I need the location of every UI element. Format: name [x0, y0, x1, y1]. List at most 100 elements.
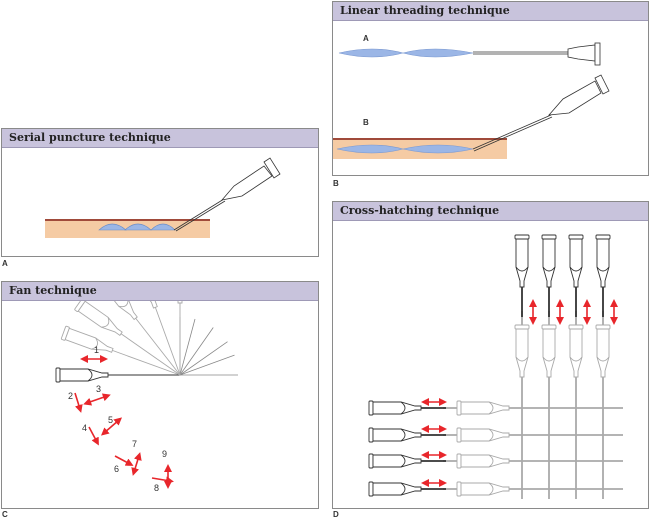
motion-arrow [83, 393, 111, 406]
panel-label-a: A [2, 259, 8, 268]
syringe-flange [368, 427, 374, 443]
syringe-group [55, 367, 180, 383]
step-number: 1 [94, 345, 99, 355]
syringe-barrel [515, 328, 529, 378]
syringe-flange [456, 453, 462, 469]
syringe-icon [541, 234, 557, 288]
syringe-flange [514, 234, 530, 240]
syringe-hub [515, 356, 529, 362]
syringe-barrel [515, 238, 529, 288]
syringe-pos [568, 324, 584, 378]
needle-line [135, 317, 181, 376]
syringe-group [456, 453, 510, 469]
syringe-barrel [100, 301, 138, 321]
syringe-icon [568, 234, 584, 288]
syringe-hub [569, 356, 583, 362]
syringe-icon [173, 157, 281, 232]
syringe-barrel [372, 428, 422, 442]
syringe-hub [596, 266, 610, 272]
syringe-icon [74, 301, 123, 336]
syringe-group [60, 325, 181, 376]
syringe-group [100, 301, 181, 376]
syringe-flange [541, 234, 557, 240]
syringe-group [514, 324, 530, 378]
syringe-group [595, 324, 611, 378]
syringe-flip [132, 301, 181, 376]
syringe-hub [488, 428, 494, 442]
syringe-flange [368, 481, 374, 497]
syringe-icon [514, 324, 530, 378]
syringe-group [132, 301, 181, 376]
syringe-pos [368, 427, 446, 443]
syringe-icon [595, 234, 611, 288]
syringe-barrel [569, 238, 583, 288]
syringe-flange [456, 400, 462, 416]
panel-label-b: B [333, 179, 339, 188]
panel-label-d: D [333, 510, 339, 519]
step-number: 8 [154, 483, 159, 493]
needle-line [154, 307, 181, 376]
syringe-group [541, 234, 557, 317]
syringe-flange [456, 481, 462, 497]
syringe-pos [173, 301, 187, 375]
panel-title: Cross-hatching technique [333, 202, 648, 221]
syringe-hub [87, 368, 93, 382]
needle-line [179, 354, 235, 376]
syringe-hub [488, 401, 494, 415]
syringe-flip [60, 325, 181, 376]
syringe-flip [100, 301, 181, 376]
filler-thread [338, 48, 474, 58]
panel-title: Fan technique [2, 282, 318, 301]
syringe-hub [91, 337, 99, 350]
needle-line [179, 318, 196, 376]
syringe-barrel [542, 328, 556, 378]
panel-title: Serial puncture technique [2, 129, 318, 148]
syringe-pos [456, 481, 510, 497]
panel-title: Linear threading technique [333, 2, 648, 21]
syringe-hub [118, 301, 129, 308]
syringe-pos [514, 324, 530, 378]
syringe-flange [568, 234, 584, 240]
step-number: 4 [82, 423, 87, 433]
step-number: 7 [132, 439, 137, 449]
syringe-pos [514, 234, 530, 317]
syringe-pos [100, 301, 181, 376]
syringe-pos [541, 324, 557, 378]
syringe-barrel [569, 328, 583, 378]
syringe-barrel [460, 401, 510, 415]
syringe-icon [132, 301, 158, 309]
syringe-pos [368, 481, 446, 497]
syringe-barrel [460, 454, 510, 468]
syringe-hub [596, 356, 610, 362]
panel-cross-hatching: Cross-hatching technique [332, 201, 649, 509]
syringe-flip [173, 301, 187, 375]
filler-bolus [150, 223, 176, 231]
syringe-group [456, 400, 510, 416]
syringe-icon [368, 427, 422, 443]
skin-surface [45, 219, 210, 221]
syringe-hub [488, 482, 494, 496]
syringe-group [74, 301, 181, 376]
syringe-group [568, 234, 584, 317]
sub-label-b: B [363, 118, 369, 127]
syringe-hub [400, 454, 406, 468]
syringe-flange [541, 324, 557, 330]
syringe-pos [541, 234, 557, 317]
motion-arrow [74, 392, 83, 413]
syringe-hub [400, 401, 406, 415]
syringe-hub [488, 454, 494, 468]
syringe-group [368, 453, 446, 469]
syringe-icon [368, 481, 422, 497]
syringe-flange [368, 453, 374, 469]
syringe-flange [595, 324, 611, 330]
syringe-barrel [64, 327, 114, 353]
syringe-hub [400, 428, 406, 442]
syringe-barrel [77, 301, 123, 336]
panel-serial-puncture: Serial puncture technique [1, 128, 319, 257]
syringe-pos [368, 453, 446, 469]
syringe-pos [55, 367, 180, 383]
syringe-icon [60, 325, 114, 353]
serial-puncture-illustration [45, 157, 281, 238]
syringe-barrel [542, 238, 556, 288]
